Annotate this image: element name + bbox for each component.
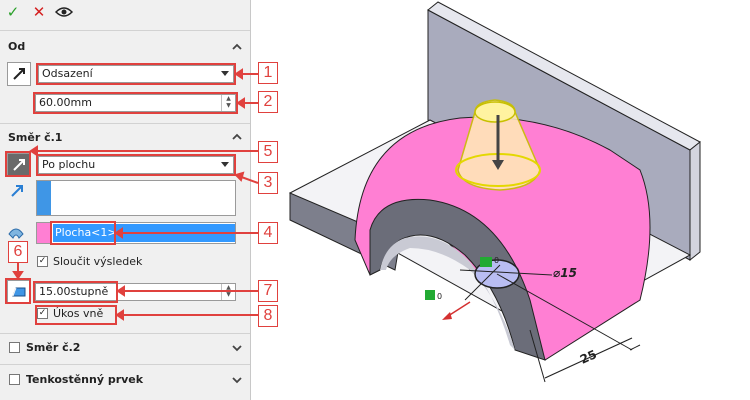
separator: [0, 333, 250, 334]
arch-inner-face: [380, 236, 515, 350]
offset-distance-value: 60.00mm: [39, 96, 92, 109]
highlight-5: [5, 151, 31, 177]
callout-4: 4: [258, 222, 278, 244]
end-condition-dropdown[interactable]: Po plochu: [38, 156, 234, 174]
direction-arrowhead: [492, 160, 504, 170]
center-line: [496, 273, 633, 351]
relation-tag-2: [425, 290, 435, 300]
callout-3: 3: [258, 172, 278, 194]
callout-lines: [12, 68, 259, 321]
chevron-up-icon[interactable]: [231, 41, 243, 53]
back-wall-side-face: [689, 140, 701, 262]
separator: [0, 30, 250, 31]
chevron-down-icon: [221, 71, 229, 76]
check-icon[interactable]: ✓: [6, 3, 20, 21]
section-direction2-title[interactable]: Směr č.2: [26, 341, 81, 354]
dim-extension-2: [629, 344, 641, 351]
direction-selection-box[interactable]: [36, 180, 236, 216]
callout-5: 5: [258, 141, 278, 163]
relation-tag-2-label: 0: [437, 292, 443, 301]
callout-2: 2: [258, 91, 278, 113]
face-selection-icon: [8, 228, 24, 239]
separator: [0, 123, 250, 124]
highlight-7: [33, 281, 118, 303]
axis-line: [464, 264, 501, 301]
draft-outward-label: Úkos vně: [53, 307, 104, 320]
chevron-down-icon[interactable]: [231, 374, 243, 386]
chevron-down-icon: [221, 162, 229, 167]
section-thin-title[interactable]: Tenkostěnný prvek: [26, 373, 144, 386]
end-condition-value: Po plochu: [42, 158, 96, 171]
boss-top-ellipse: [474, 101, 516, 123]
from-dropdown[interactable]: Odsazení: [38, 65, 234, 83]
toolbar: ✓ ✕: [0, 0, 250, 26]
draft-toggle-icon[interactable]: [7, 280, 31, 304]
diameter-leader: [459, 269, 553, 276]
diameter-dimension[interactable]: ⌀15: [553, 266, 577, 280]
from-dropdown-value: Odsazení: [42, 67, 93, 80]
highlight-3: [36, 154, 236, 176]
face-color-strip: [37, 223, 51, 243]
from-direction-icon[interactable]: [7, 62, 31, 86]
direction-arrow-icon: [11, 185, 23, 197]
merge-result-label: Sloučit výsledek: [53, 255, 143, 268]
selection-color-strip: [37, 181, 51, 215]
direction2-checkbox[interactable]: [9, 342, 20, 353]
close-icon[interactable]: ✕: [32, 3, 46, 21]
draft-outward-checkbox[interactable]: ✓: [37, 308, 48, 319]
offset-distance-input[interactable]: 60.00mm ▲▼: [35, 94, 236, 112]
red-axis-arrow: [442, 312, 452, 320]
graphics-viewport[interactable]: [251, 0, 750, 400]
property-manager: ✓ ✕ Od Odsazení 60.00mm ▲▼ Směr č.1 Po p…: [0, 0, 251, 400]
chevron-down-icon[interactable]: [231, 342, 243, 354]
callout-7: 7: [258, 280, 278, 302]
chevron-up-icon[interactable]: [231, 131, 243, 143]
eye-icon[interactable]: [55, 3, 73, 21]
dim-line-25: [544, 337, 633, 379]
offset-spinner[interactable]: ▲▼: [221, 95, 235, 111]
callout-8: 8: [258, 305, 278, 327]
section-from-title[interactable]: Od: [8, 40, 26, 53]
section-direction1-title[interactable]: Směr č.1: [8, 131, 63, 144]
relation-tag-1: [480, 257, 492, 267]
draft-angle-value: 15.00stupně: [39, 285, 109, 298]
separator: [0, 364, 250, 365]
callout-1: 1: [258, 62, 278, 84]
callout-6: 6: [8, 241, 28, 263]
merge-result-checkbox[interactable]: ✓: [37, 256, 48, 267]
dim-extension-1: [529, 329, 546, 383]
thin-feature-checkbox[interactable]: [9, 374, 20, 385]
relation-tag-1-label: 0: [494, 256, 500, 265]
